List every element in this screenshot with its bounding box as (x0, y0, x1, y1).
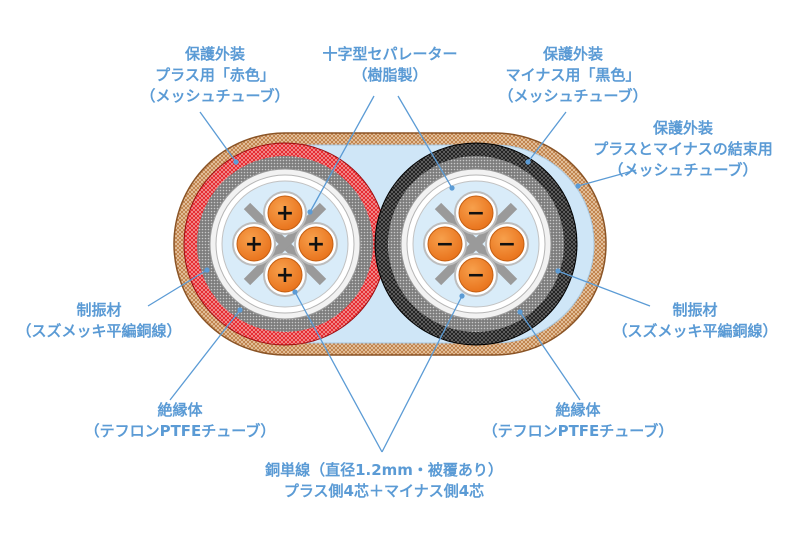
minus-core-bottom: − (454, 253, 498, 297)
plus-cross-separator (243, 202, 327, 286)
plus-core-left: + (232, 222, 276, 266)
plus-sign: + (245, 232, 263, 257)
label-minus-jacket-line-3: （メッシュチューブ） (498, 87, 648, 105)
plus-sign: + (276, 263, 294, 288)
label-separator-line-1: 十字型セパレーター (322, 45, 458, 63)
leader-arrowheads (204, 159, 581, 315)
label-insulator-right: 絶縁体 （テフロンPTFEチューブ） (468, 400, 688, 442)
minus-cross-separator (434, 202, 518, 286)
label-insulator-left-line-2: （テフロンPTFEチューブ） (84, 422, 276, 440)
minus-core-copper (458, 195, 494, 231)
label-plus-jacket: 保護外装 プラス用「赤色」 （メッシュチューブ） (130, 44, 300, 107)
minus-core-copper (458, 257, 494, 293)
plus-core-top: + (263, 191, 307, 235)
label-insulator-left-line-1: 絶縁体 (157, 401, 203, 419)
plus-core-copper (267, 257, 303, 293)
label-plus-jacket-line-2: プラス用「赤色」 (155, 66, 275, 84)
minus-core-copper (427, 226, 463, 262)
label-damping-right-line-2: （スズメッキ平編銅線） (612, 322, 778, 340)
minus-sign: − (436, 232, 454, 257)
minus-core-left: − (423, 222, 467, 266)
label-plus-jacket-line-1: 保護外装 (184, 45, 245, 63)
label-plus-jacket-line-3: （メッシュチューブ） (140, 87, 290, 105)
plus-core-copper (298, 226, 334, 262)
label-separator: 十字型セパレーター （樹脂製） (300, 44, 480, 86)
plus-core-right: + (294, 222, 338, 266)
minus-sign: − (467, 263, 485, 288)
plus-core-bottom: + (263, 253, 307, 297)
label-conductor: 銅単線（直径1.2mm・被覆あり） プラス側4芯＋マイナス側4芯 (234, 460, 534, 502)
label-conductor-line-1: 銅単線（直径1.2mm・被覆あり） (265, 461, 503, 479)
label-damping-right: 制振材 （スズメッキ平編銅線） (600, 300, 790, 342)
minus-sign: − (467, 201, 485, 226)
label-insulator-left: 絶縁体 （テフロンPTFEチューブ） (70, 400, 290, 442)
label-minus-jacket: 保護外装 マイナス用「黒色」 （メッシュチューブ） (488, 44, 658, 107)
label-outer-jacket-line-2: プラスとマイナスの結束用 (593, 140, 773, 158)
minus-sign: − (498, 232, 516, 257)
label-minus-jacket-line-1: 保護外装 (542, 45, 603, 63)
label-damping-left-line-1: 制振材 (76, 301, 122, 319)
minus-core-copper (489, 226, 525, 262)
leader-lines (147, 95, 651, 453)
label-outer-jacket: 保護外装 プラスとマイナスの結束用 （メッシュチューブ） (572, 118, 794, 181)
label-outer-jacket-line-3: （メッシュチューブ） (608, 161, 758, 179)
label-separator-line-2: （樹脂製） (352, 66, 428, 84)
label-insulator-right-line-2: （テフロンPTFEチューブ） (482, 422, 674, 440)
label-damping-left-line-2: （スズメッキ平編銅線） (16, 322, 182, 340)
plus-sign: + (276, 201, 294, 226)
plus-core-copper (267, 195, 303, 231)
label-minus-jacket-line-2: マイナス用「黒色」 (505, 66, 641, 84)
plus-core-copper (236, 226, 272, 262)
label-damping-right-line-1: 制振材 (672, 301, 718, 319)
minus-core-top: − (454, 191, 498, 235)
plus-sign: + (307, 232, 325, 257)
label-conductor-line-2: プラス側4芯＋マイナス側4芯 (283, 482, 485, 500)
label-outer-jacket-line-1: 保護外装 (652, 119, 713, 137)
label-damping-left: 制振材 （スズメッキ平編銅線） (4, 300, 194, 342)
minus-core-right: − (485, 222, 529, 266)
label-insulator-right-line-1: 絶縁体 (555, 401, 601, 419)
